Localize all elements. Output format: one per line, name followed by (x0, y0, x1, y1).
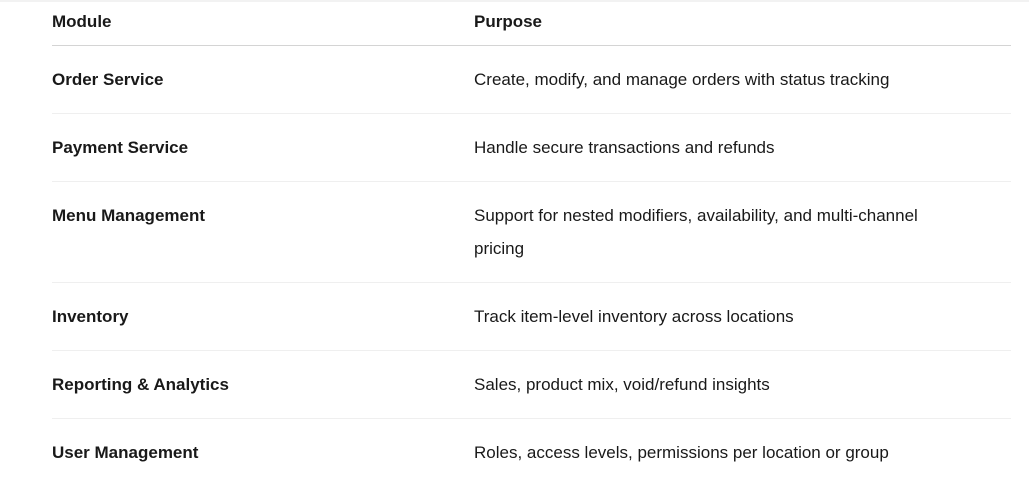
purpose-text: Create, modify, and manage orders with s… (474, 70, 890, 89)
module-cell: Order Service (52, 45, 474, 114)
table-row: Reporting & Analytics Sales, product mix… (52, 350, 1011, 419)
purpose-cell: Support for nested modifiers, availabili… (474, 181, 1011, 283)
purpose-cell: Handle secure transactions and refunds (474, 113, 1011, 182)
purpose-cell: Track item-level inventory across locati… (474, 282, 1011, 351)
column-header-module: Module (52, 2, 474, 46)
purpose-text: Support for nested modifiers, availabili… (474, 206, 918, 258)
module-cell: Reporting & Analytics (52, 350, 474, 419)
table-row: Payment Service Handle secure transactio… (52, 113, 1011, 182)
module-cell: Inventory (52, 282, 474, 351)
purpose-text: Sales, product mix, void/refund insights (474, 375, 770, 394)
table-row: User Management Roles, access levels, pe… (52, 419, 1011, 477)
module-cell: User Management (52, 443, 199, 462)
module-cell: Payment Service (52, 113, 474, 182)
module-cell: Menu Management (52, 181, 474, 283)
module-purpose-table: Module Purpose Order Service Create, mod… (52, 2, 1011, 477)
purpose-cell: Create, modify, and manage orders with s… (474, 45, 1011, 114)
purpose-text: Track item-level inventory across locati… (474, 307, 794, 326)
table-row: Inventory Track item-level inventory acr… (52, 282, 1011, 351)
column-header-purpose: Purpose (474, 2, 1011, 46)
top-divider (0, 0, 1029, 2)
purpose-text: Roles, access levels, permissions per lo… (474, 443, 889, 462)
purpose-cell: Roles, access levels, permissions per lo… (474, 419, 1011, 477)
purpose-text: Handle secure transactions and refunds (474, 138, 775, 157)
purpose-cell: Sales, product mix, void/refund insights (474, 350, 1011, 419)
table-row: Menu Management Support for nested modif… (52, 181, 1011, 283)
table-header-row: Module Purpose (52, 2, 1011, 46)
table-row: Order Service Create, modify, and manage… (52, 45, 1011, 114)
